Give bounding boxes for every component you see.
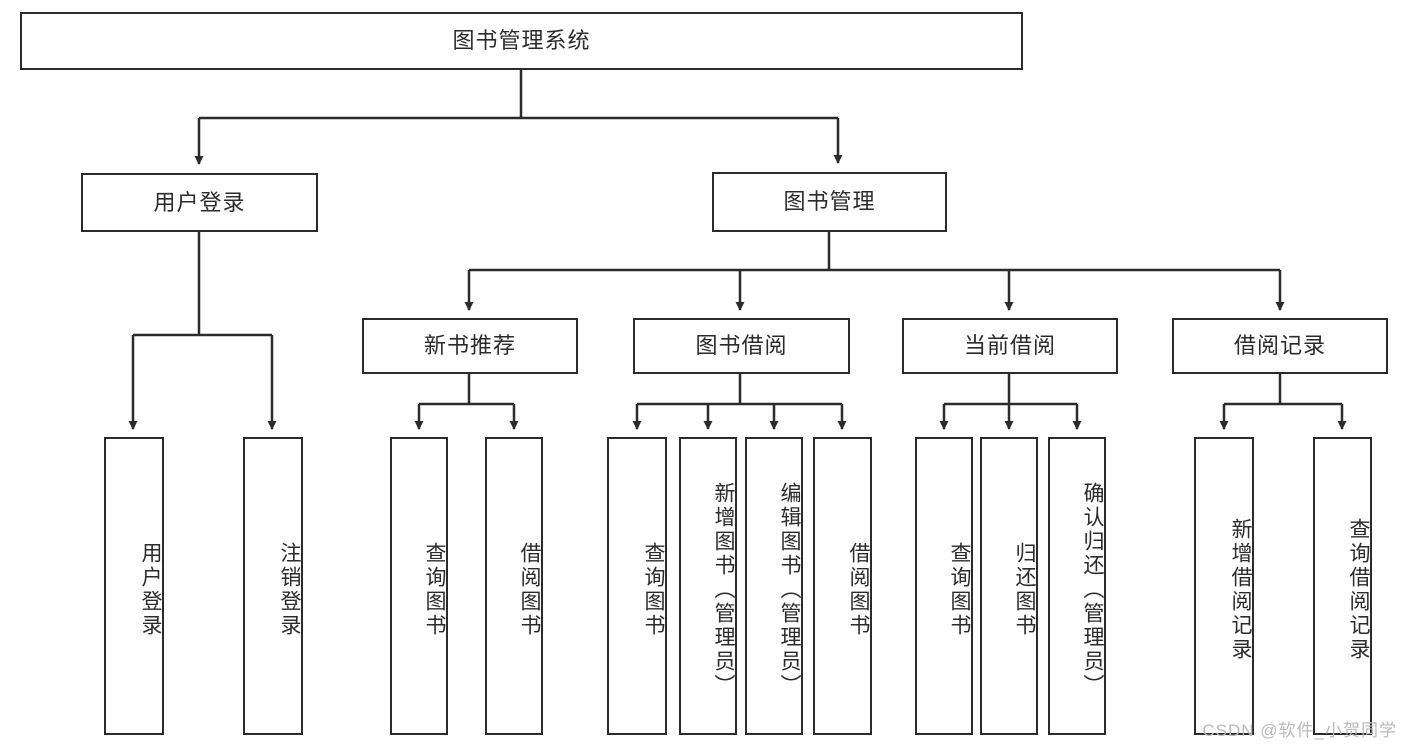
node-leaf-confirm-return-label: 确认归还（管理员） <box>1081 482 1104 698</box>
node-new-book-recommend-label: 新书推荐 <box>423 333 516 359</box>
node-leaf-confirm-return[interactable]: 确认归还（管理员） <box>1048 437 1106 735</box>
edge-group-user-login <box>128 232 277 430</box>
edge-group-current-borrow <box>939 374 1082 430</box>
edge-group-new-book-recommend <box>414 374 519 430</box>
node-leaf-add-record-label: 新增借阅记录 <box>1229 518 1252 662</box>
node-leaf-logout-label: 注销登录 <box>278 542 301 638</box>
node-leaf-query-book-2[interactable]: 查询图书 <box>607 437 667 735</box>
node-user-login-label: 用户登录 <box>153 189 246 215</box>
node-leaf-add-record[interactable]: 新增借阅记录 <box>1194 437 1254 735</box>
node-leaf-query-book-3[interactable]: 查询图书 <box>915 437 973 735</box>
node-leaf-borrow-book-2[interactable]: 借阅图书 <box>813 437 872 735</box>
node-borrow-record[interactable]: 借阅记录 <box>1172 318 1388 374</box>
edge-group-book-management <box>464 232 1285 311</box>
node-root-system[interactable]: 图书管理系统 <box>20 12 1023 70</box>
node-leaf-query-book-1-label: 查询图书 <box>423 542 446 638</box>
node-leaf-query-book-1[interactable]: 查询图书 <box>390 437 448 735</box>
node-leaf-query-record-label: 查询借阅记录 <box>1347 518 1370 662</box>
node-book-management[interactable]: 图书管理 <box>712 172 947 232</box>
node-leaf-add-book-label: 新增图书（管理员） <box>712 482 735 698</box>
node-leaf-user-login[interactable]: 用户登录 <box>104 437 164 735</box>
node-borrow-record-label: 借阅记录 <box>1233 333 1326 359</box>
node-book-borrow-label: 图书借阅 <box>695 333 788 359</box>
node-leaf-borrow-book-1-label: 借阅图书 <box>518 542 541 638</box>
node-leaf-user-login-label: 用户登录 <box>139 542 162 638</box>
node-new-book-recommend[interactable]: 新书推荐 <box>362 318 578 374</box>
node-leaf-return-book-label: 归还图书 <box>1013 542 1036 638</box>
node-user-login[interactable]: 用户登录 <box>81 173 318 232</box>
edge-group-borrow-record <box>1219 374 1347 430</box>
node-leaf-edit-book-label: 编辑图书（管理员） <box>778 482 801 698</box>
node-book-borrow[interactable]: 图书借阅 <box>633 318 850 374</box>
node-leaf-edit-book[interactable]: 编辑图书（管理员） <box>745 437 803 735</box>
edge-group-book-borrow <box>632 374 847 430</box>
edge-group-root <box>194 70 843 165</box>
node-leaf-borrow-book-1[interactable]: 借阅图书 <box>485 437 543 735</box>
node-leaf-add-book[interactable]: 新增图书（管理员） <box>679 437 737 735</box>
node-leaf-logout[interactable]: 注销登录 <box>243 437 303 735</box>
node-root-label: 图书管理系统 <box>452 28 591 54</box>
node-current-borrow-label: 当前借阅 <box>963 333 1056 359</box>
node-leaf-borrow-book-2-label: 借阅图书 <box>847 542 870 638</box>
node-leaf-query-book-3-label: 查询图书 <box>948 542 971 638</box>
node-leaf-query-book-2-label: 查询图书 <box>642 542 665 638</box>
node-leaf-return-book[interactable]: 归还图书 <box>980 437 1038 735</box>
node-book-management-label: 图书管理 <box>783 189 876 215</box>
node-leaf-query-record[interactable]: 查询借阅记录 <box>1313 437 1372 735</box>
node-current-borrow[interactable]: 当前借阅 <box>902 318 1118 374</box>
